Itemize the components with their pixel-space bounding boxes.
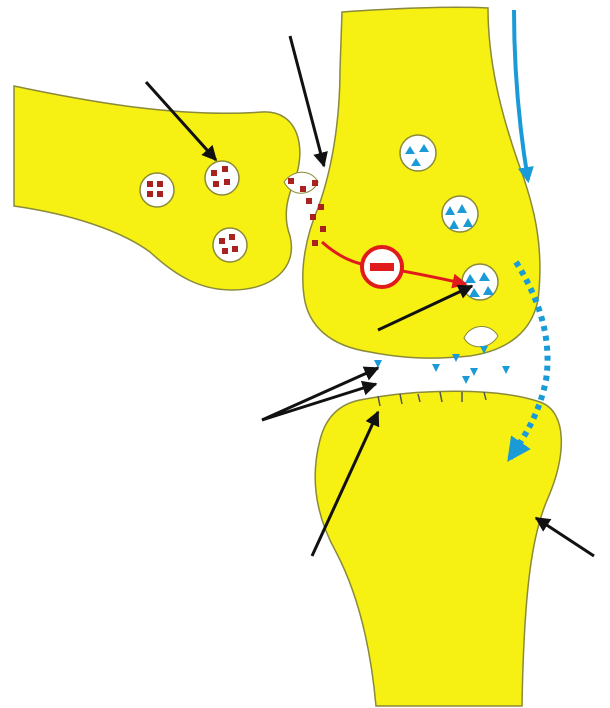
pointer-arrow [536,518,594,556]
vesicle [442,196,478,232]
vesicle [140,173,174,207]
vesicle [205,161,239,195]
vesicle [213,228,247,262]
vesicle [462,264,498,300]
central-neuron [303,7,540,358]
postsynaptic-neuron [315,391,561,706]
vesicle [400,135,436,171]
